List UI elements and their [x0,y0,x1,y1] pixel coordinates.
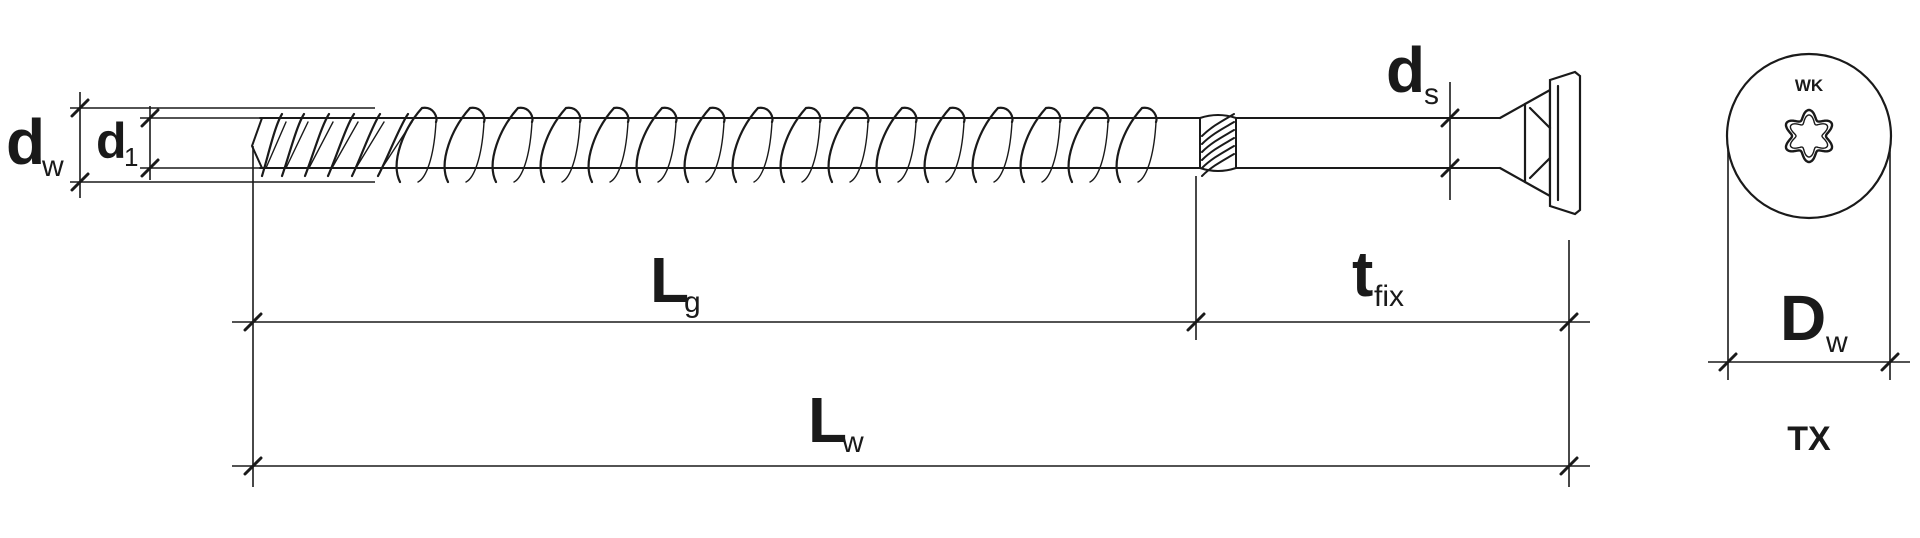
torx-recess-inner [1789,114,1829,158]
label-d1: d 1 [96,113,138,172]
screw-core-outline [250,117,1201,169]
countersunk-head [1498,70,1582,216]
label-lw-main: L [808,384,847,456]
label-lw: L w [808,384,864,459]
label-lg-sub: g [684,286,701,319]
label-lw-sub: w [841,426,864,459]
milling-section [1199,113,1237,177]
label-Dw: D w [1780,282,1848,359]
drive-type-label: TX [1787,420,1831,458]
label-d1-main: d [96,113,127,169]
head-top-view: WK [1725,52,1893,220]
screw-side-view [250,70,1582,216]
dimension-ticks [70,98,1900,476]
dimension-lines [70,82,1910,487]
label-ds-sub: s [1424,78,1439,111]
label-dw-main: d [6,106,45,178]
label-d1-sub: 1 [124,142,138,172]
label-lg-main: L [650,244,689,316]
torx-recess-icon [1784,108,1834,164]
smooth-shank [1299,117,1501,169]
label-dw-sub: w [41,150,64,183]
label-Dw-main: D [1780,282,1826,354]
label-Dw-sub: w [1825,326,1848,359]
label-tfix: t fix [1352,238,1404,313]
label-lg: L g [650,244,701,319]
label-ds-main: d [1386,34,1425,106]
label-tfix-sub: fix [1374,280,1404,313]
screw-thread [260,106,1301,184]
label-dw: d w [6,106,64,183]
label-ds: d s [1386,34,1439,111]
head-marking: WK [1795,76,1824,95]
label-tfix-main: t [1352,238,1373,310]
